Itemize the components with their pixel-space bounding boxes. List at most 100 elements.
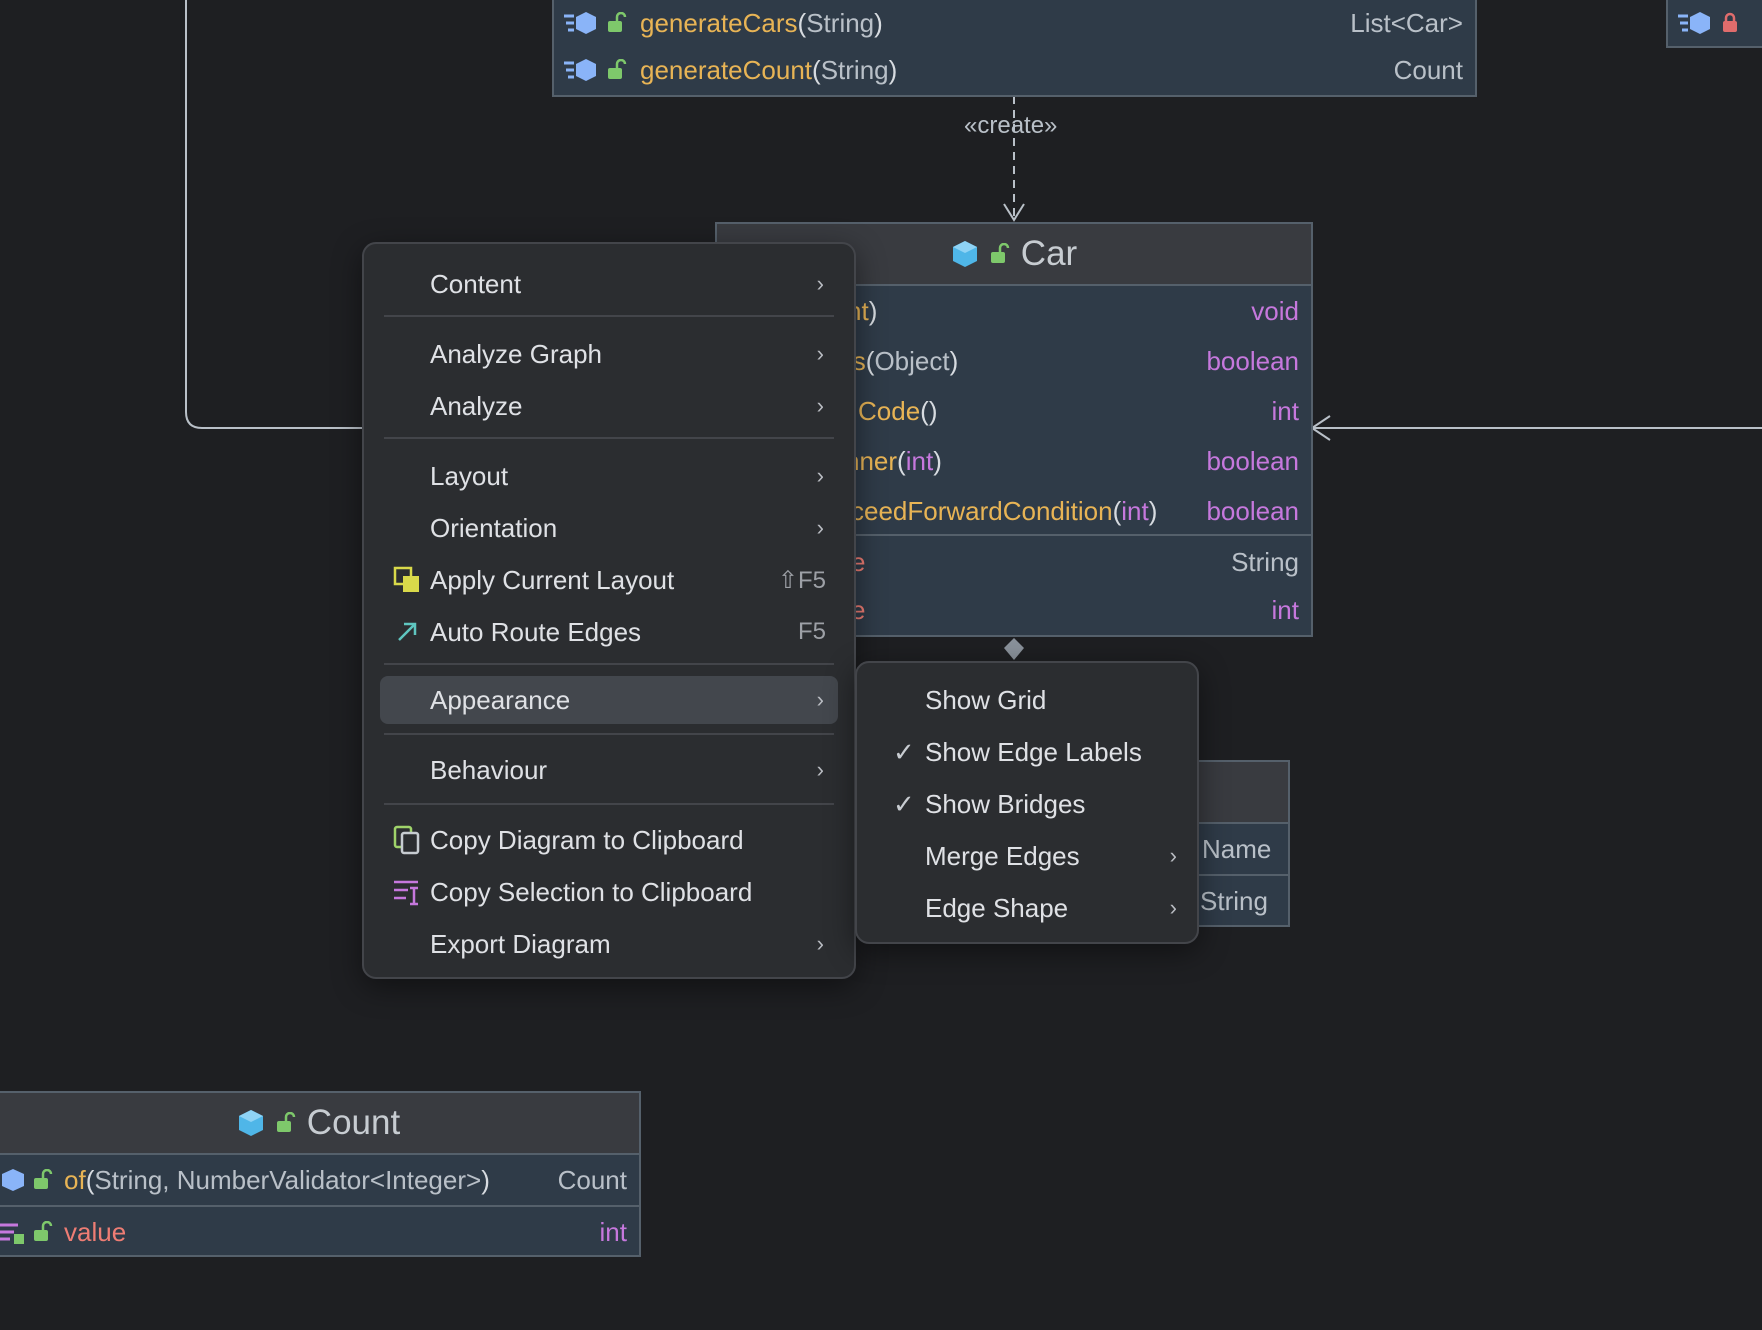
- field-type: int: [599, 1216, 627, 1247]
- return-type: Count: [1393, 54, 1463, 85]
- field-row[interactable]: Name: [1142, 824, 1288, 874]
- copy-selection-icon: [392, 877, 422, 907]
- menu-separator: [384, 803, 834, 805]
- apply-layout-icon: [392, 565, 422, 595]
- paren: (: [797, 7, 807, 38]
- menu-item-label: Appearance: [430, 684, 571, 715]
- menu-separator: [384, 437, 834, 439]
- menu-item-copy-diagram[interactable]: Copy Diagram to Clipboard: [380, 816, 838, 864]
- method-public-icon: [1678, 12, 1710, 34]
- paren: ): [481, 1164, 490, 1195]
- chevron-right-icon: ›: [1169, 843, 1177, 868]
- method-params: int: [1121, 495, 1149, 526]
- menu-item-layout[interactable]: Layout ›: [380, 452, 838, 500]
- menu-item-label: Analyze: [430, 390, 523, 421]
- menu-item-merge-edges[interactable]: Merge Edges ›: [863, 832, 1191, 880]
- paren: ): [888, 54, 898, 85]
- count-node-header: Count: [0, 1093, 639, 1155]
- menu-item-edge-shape[interactable]: Edge Shape ›: [863, 884, 1191, 932]
- generator-class-node[interactable]: generateCars(String) List<Car> generateC…: [552, 0, 1477, 97]
- return-type: int: [1271, 395, 1299, 426]
- chevron-right-icon: ›: [816, 757, 824, 782]
- paren: ): [949, 345, 959, 376]
- menu-item-export-diagram[interactable]: Export Diagram ›: [380, 920, 838, 968]
- method-params: String, NumberValidator<Integer>: [94, 1164, 482, 1195]
- field-type: String: [1231, 546, 1299, 577]
- menu-item-label: Content: [430, 268, 522, 299]
- field-icon: [0, 1223, 24, 1244]
- method-public-icon: [564, 59, 596, 81]
- menu-item-auto-route-edges[interactable]: Auto Route Edges F5: [380, 608, 838, 656]
- class-title: Count: [306, 1103, 401, 1142]
- method-params: String: [820, 54, 889, 85]
- edge-left-connector: [185, 0, 362, 429]
- menu-item-behaviour[interactable]: Behaviour ›: [380, 746, 838, 794]
- field-row[interactable]: value int: [0, 1207, 639, 1257]
- count-class-node[interactable]: Count of(String, NumberValidator<Integer…: [0, 1091, 641, 1257]
- row-separator: [0, 1205, 639, 1207]
- method-row-generate-count[interactable]: generateCount(String) Count: [554, 46, 1475, 94]
- menu-item-copy-selection[interactable]: Copy Selection to Clipboard: [380, 868, 838, 916]
- menu-item-orientation[interactable]: Orientation ›: [380, 504, 838, 552]
- menu-item-label: Copy Diagram to Clipboard: [430, 824, 744, 855]
- method-row[interactable]: of(String, NumberValidator<Integer>) Cou…: [0, 1155, 639, 1205]
- paren: ): [874, 7, 883, 38]
- method-name: generateCars: [640, 7, 798, 38]
- menu-item-label: Apply Current Layout: [430, 564, 675, 595]
- menu-item-apply-current-layout[interactable]: Apply Current Layout ⇧F5: [380, 556, 838, 604]
- method-row[interactable]: ceedForwardCondition(int) boolean: [717, 486, 1311, 536]
- menu-separator: [384, 733, 834, 735]
- menu-item-label: Edge Shape: [925, 892, 1069, 923]
- chevron-right-icon: ›: [1169, 895, 1177, 920]
- paren: (: [920, 395, 929, 426]
- chevron-right-icon: ›: [816, 687, 824, 712]
- return-type: boolean: [1206, 445, 1299, 476]
- menu-item-label: Show Edge Labels: [925, 736, 1142, 767]
- return-type: Count: [557, 1164, 627, 1195]
- method-name: of: [64, 1164, 86, 1195]
- unlock-icon: [608, 12, 627, 32]
- class-icon: [952, 241, 977, 267]
- paren: (: [897, 445, 906, 476]
- menu-separator: [384, 315, 834, 317]
- menu-item-appearance[interactable]: Appearance ›: [380, 676, 838, 724]
- checkmark-icon: ✓: [893, 736, 915, 767]
- row-separator: [1142, 874, 1288, 876]
- chevron-right-icon: ›: [816, 931, 824, 956]
- menu-item-show-grid[interactable]: Show Grid: [863, 676, 1191, 724]
- method-params: int: [905, 445, 934, 476]
- method-row-generate-cars[interactable]: generateCars(String) List<Car>: [554, 0, 1475, 46]
- menu-item-label: Show Grid: [925, 684, 1047, 715]
- field-row[interactable]: String: [1142, 876, 1288, 926]
- clipped-class-node[interactable]: [1666, 0, 1762, 48]
- menu-item-analyze[interactable]: Analyze ›: [380, 382, 838, 430]
- create-edge-label: «create»: [964, 112, 1058, 139]
- method-params: String: [806, 7, 875, 38]
- menu-item-label: Copy Selection to Clipboard: [430, 876, 753, 907]
- copy-icon: [392, 825, 422, 855]
- menu-item-show-edge-labels[interactable]: ✓ Show Edge Labels: [863, 728, 1191, 776]
- method-row[interactable]: Code() int: [717, 386, 1311, 436]
- checkmark-icon: ✓: [893, 788, 915, 819]
- return-type: void: [1251, 295, 1299, 326]
- unlock-icon: [276, 1112, 296, 1132]
- return-type: boolean: [1206, 345, 1299, 376]
- paren: ): [1148, 495, 1158, 526]
- paren: ): [868, 295, 878, 326]
- paren: (: [812, 54, 821, 85]
- chevron-right-icon: ›: [816, 393, 824, 418]
- menu-item-analyze-graph[interactable]: Analyze Graph ›: [380, 330, 838, 378]
- field-type: int: [1271, 594, 1299, 625]
- clipped-row: [1668, 0, 1762, 46]
- method-name: Code: [858, 395, 921, 426]
- paren: (: [1112, 495, 1122, 526]
- menu-item-label: Merge Edges: [925, 840, 1080, 871]
- method-public-icon: [564, 12, 596, 34]
- chevron-right-icon: ›: [816, 515, 824, 540]
- menu-item-show-bridges[interactable]: ✓ Show Bridges: [863, 780, 1191, 828]
- static-method-icon: [2, 1169, 24, 1191]
- method-params: Object: [874, 345, 950, 376]
- unlock-icon: [990, 243, 1010, 263]
- menu-item-content[interactable]: Content ›: [380, 260, 838, 308]
